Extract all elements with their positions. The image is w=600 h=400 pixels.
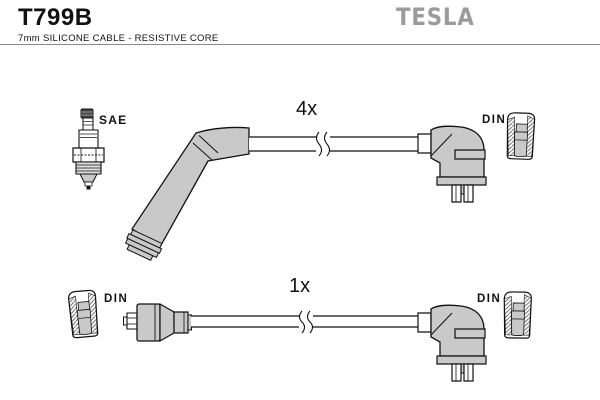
- quantity-label-top: 4x: [296, 98, 317, 120]
- din-label-bottom-right: DIN: [477, 293, 501, 305]
- tesla-logo: TESLA: [396, 4, 475, 32]
- product-subtitle: 7mm SILICONE CABLE - RESISTIVE CORE: [18, 33, 219, 45]
- sae-label: SAE: [99, 113, 127, 127]
- cable-bottom-drawing: [191, 311, 418, 333]
- straight-connector-drawing: [124, 304, 192, 341]
- din-label-top: DIN: [482, 114, 506, 126]
- coil-connector-bottom-drawing: [417, 304, 487, 382]
- din-cap-bottom-right-drawing: [503, 291, 532, 339]
- spark-plug-drawing: [73, 109, 104, 190]
- cable-top-drawing: [249, 132, 418, 156]
- header-divider: [0, 44, 600, 45]
- plug-boot-drawing: [123, 127, 249, 262]
- din-label-bottom-left: DIN: [104, 293, 128, 305]
- din-cap-top-drawing: [505, 111, 536, 161]
- part-number: T799B: [18, 4, 93, 31]
- din-cap-bottom-left-drawing: [67, 289, 100, 339]
- quantity-label-bottom: 1x: [289, 275, 310, 297]
- coil-connector-top-drawing: [417, 125, 487, 203]
- header: T799B 7mm SILICONE CABLE - RESISTIVE COR…: [18, 5, 219, 44]
